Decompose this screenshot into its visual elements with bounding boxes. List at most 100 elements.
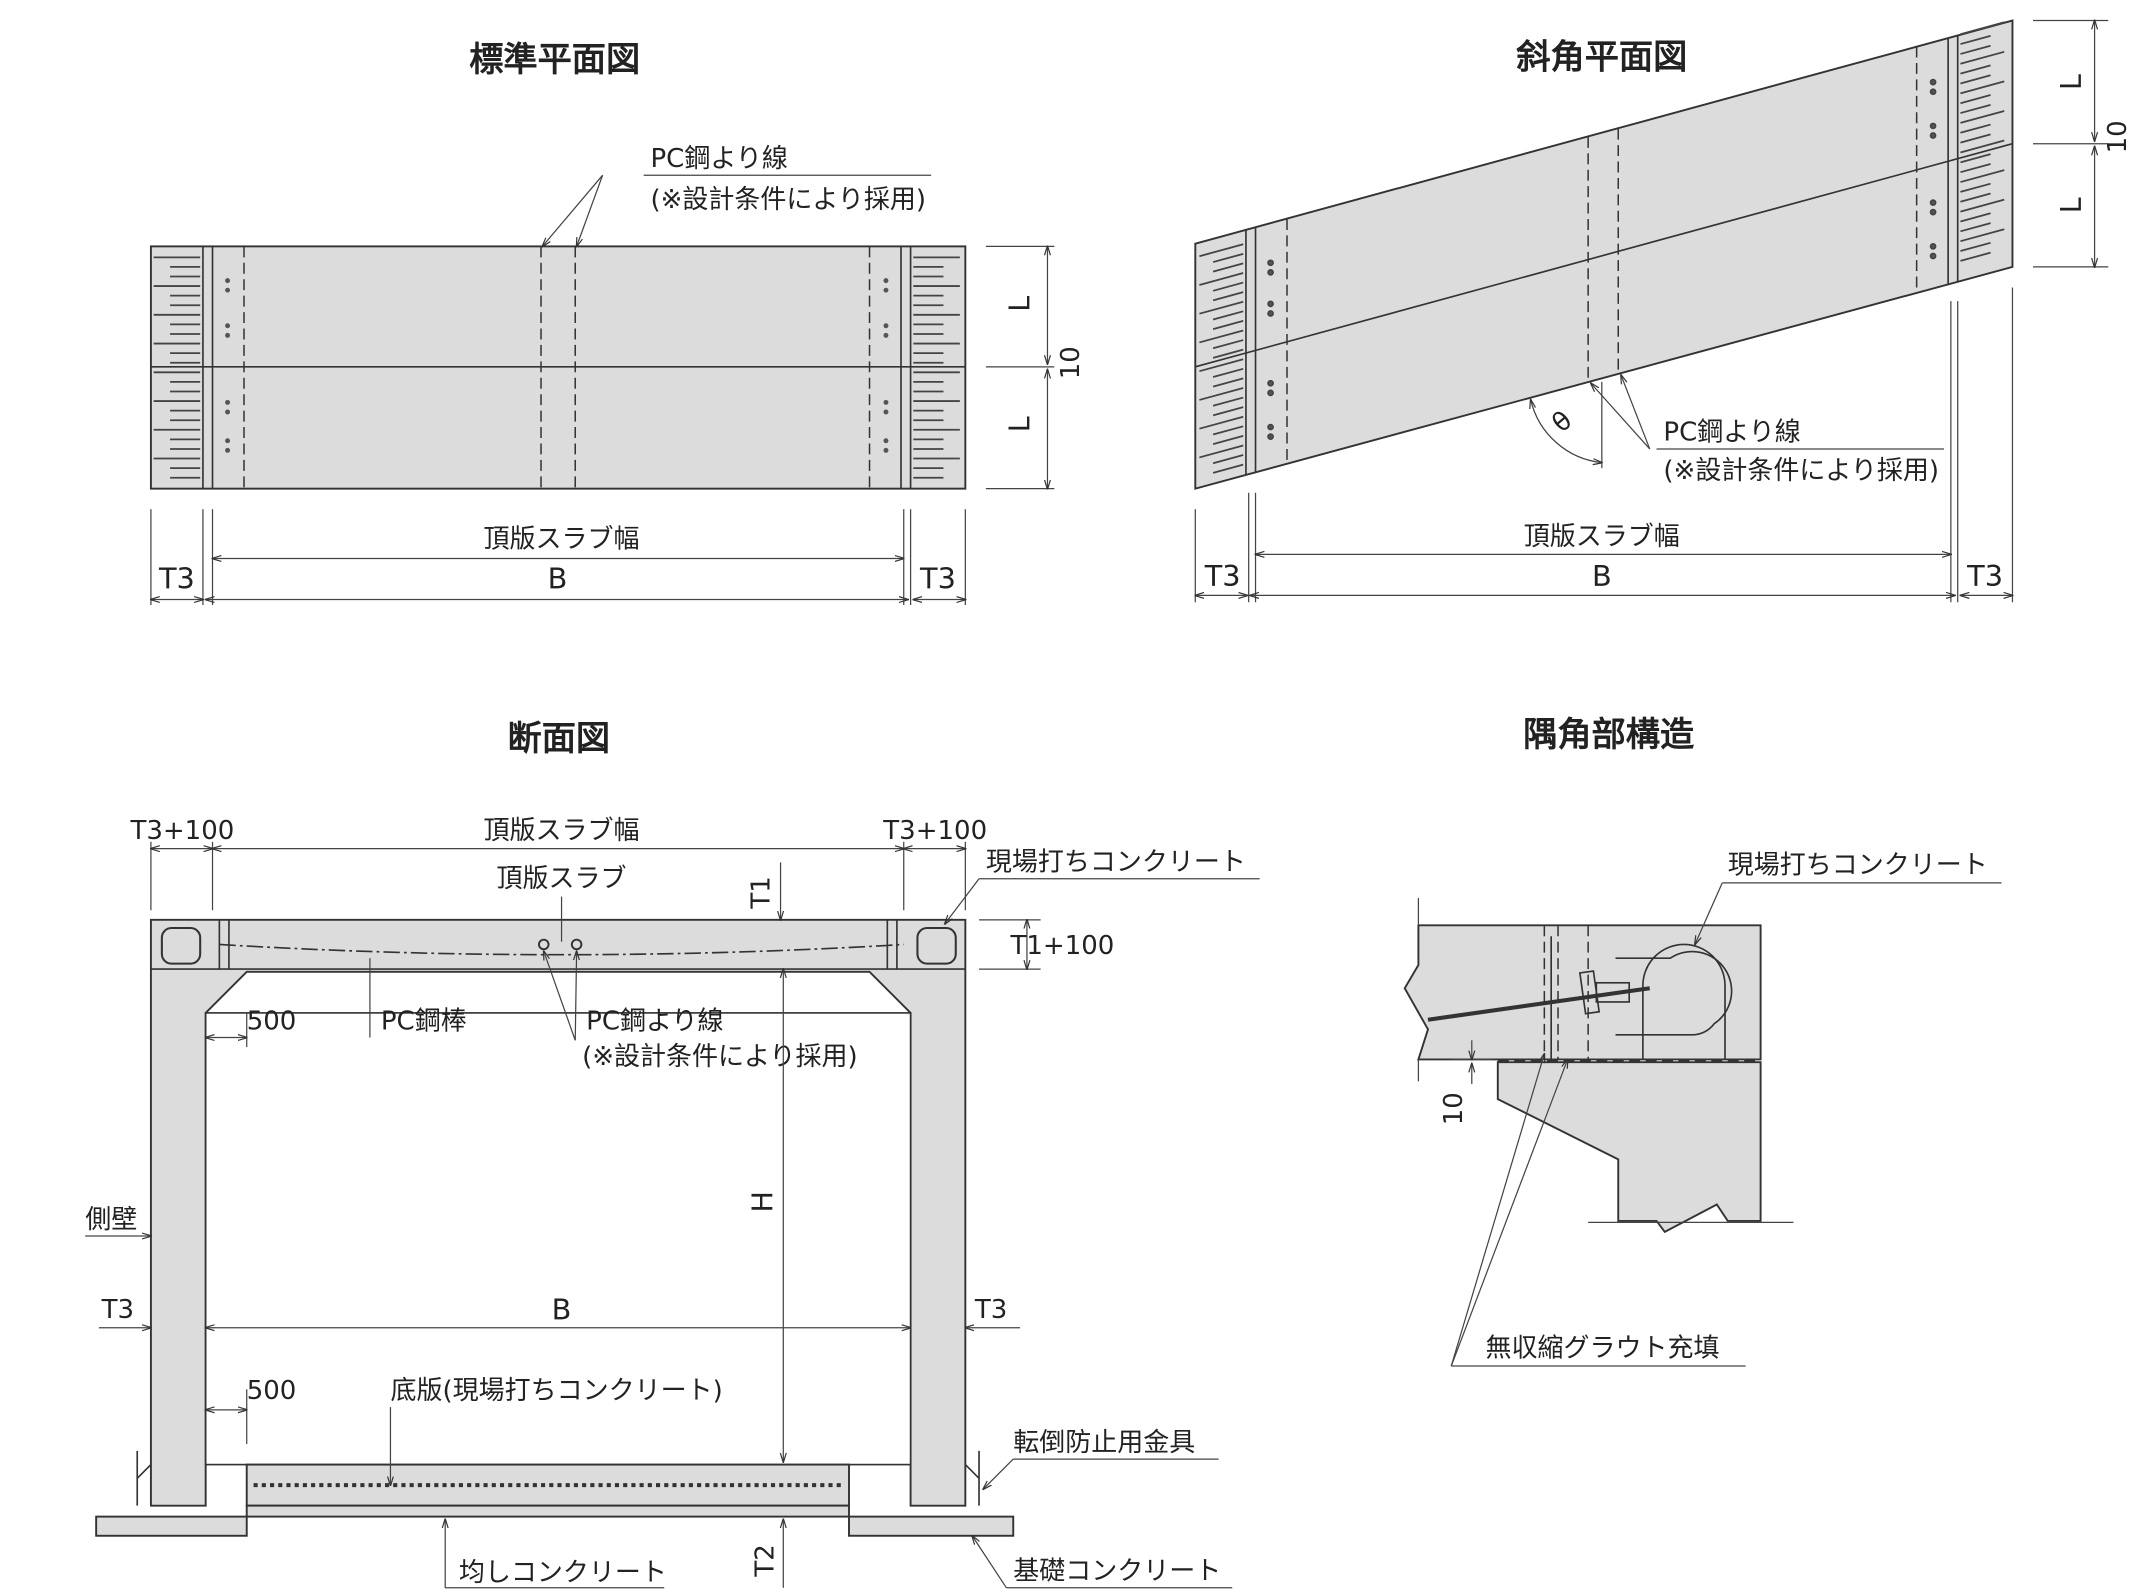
anchor-hole — [1929, 208, 1937, 216]
anti-overturn-bracket — [136, 1450, 980, 1506]
anchor-hole — [883, 278, 889, 284]
rebar-line — [1960, 94, 1991, 105]
anchor-hole — [225, 438, 231, 444]
anchor-holes — [225, 278, 889, 453]
anchor-hole — [1267, 389, 1274, 397]
rebar-line — [1212, 435, 1244, 445]
dim-T1: T1 — [747, 876, 777, 909]
hoop-rebar — [1615, 950, 1733, 1036]
anchor-hole — [1929, 88, 1937, 96]
cross-section: 断面図 T3+100 頂版スラブ幅 T3+100 頂版スラブ 現場打ちコンクリー… — [85, 719, 1260, 1589]
rebar-line — [1960, 153, 1991, 164]
anchor-hole — [225, 447, 231, 453]
corner-wall — [1496, 1061, 1762, 1234]
rebar-line — [1960, 251, 1991, 262]
anchor-hole — [1267, 423, 1274, 431]
rebar-line — [1199, 444, 1244, 459]
dim-T3-left: T3 — [1204, 559, 1241, 593]
side-wall-label: 側壁 — [85, 1205, 137, 1235]
dim-B: B — [552, 1293, 572, 1327]
anchor-hole — [1267, 259, 1274, 267]
haunch-500-bottom: 500 — [247, 1376, 297, 1406]
anchor-nut — [1595, 981, 1631, 1003]
grout-label: 無収縮グラウト充填 — [1485, 1333, 1719, 1363]
anchor-hole — [1267, 310, 1274, 317]
rebar-hatch — [1199, 21, 2005, 474]
bottom-slab-label: 底版(現場打ちコンクリート) — [390, 1376, 722, 1406]
rebar-line — [1212, 406, 1244, 417]
anchor-hole — [1267, 379, 1274, 387]
foundation-right — [848, 1515, 1015, 1537]
rebar-line — [1212, 348, 1244, 359]
rebar-line — [1960, 50, 2005, 65]
anchor-hole — [1929, 252, 1937, 260]
anchor-hole — [1929, 243, 1937, 250]
anchor-hole — [883, 399, 889, 405]
loop-rebar — [1642, 943, 1726, 1060]
slab-width-label: 頂版スラブ幅 — [484, 816, 640, 846]
rebar-line — [1960, 139, 2005, 154]
anchor-hole — [225, 287, 231, 293]
dim-T1-100: T1+100 — [1010, 931, 1115, 961]
dim-T3-left: T3 — [158, 562, 195, 596]
leveling-concrete-label: 均しコンクリート — [459, 1558, 667, 1588]
pc-strand-note: (※設計条件により採用) — [1663, 456, 1939, 486]
dim-B: B — [548, 562, 568, 596]
anchor-hole — [1267, 269, 1274, 276]
skew-plan-title: 斜角平面図 — [1516, 37, 1687, 77]
angle-theta: θ — [1547, 406, 1578, 439]
anchor-hole — [883, 447, 889, 453]
pc-bar — [219, 943, 904, 956]
rebar-line — [1199, 272, 1244, 286]
dim-H: H — [745, 1191, 779, 1213]
dim-T3-left: T3 — [101, 1295, 134, 1325]
anchor-hole — [883, 287, 889, 293]
rebar-line — [1960, 34, 1991, 45]
anchor-hole — [1929, 199, 1937, 206]
pc-bar-label: PC鋼棒 — [381, 1006, 467, 1036]
standard-plan-title: 標準平面図 — [469, 40, 640, 80]
rebar-line — [1960, 44, 1991, 55]
rebar-line — [1960, 169, 2005, 183]
anchor-hole — [883, 438, 889, 444]
rebar-hatch — [153, 256, 960, 479]
rebar-line — [1960, 110, 2005, 124]
rebar-line — [1212, 463, 1244, 474]
dim-L-bottom: L — [2054, 197, 2088, 213]
rebar-line — [1212, 281, 1244, 292]
rebar-line — [1960, 64, 1991, 75]
dim-T3-right: T3 — [974, 1295, 1007, 1325]
standard-plan: 標準平面図 PC鋼より線 (※設計条件により採用) L L 10 頂版スラブ幅 … — [151, 40, 1086, 606]
rebar-line — [1960, 74, 1991, 85]
rebar-line — [1199, 387, 1244, 401]
rebar-line — [1212, 396, 1244, 407]
rebar-line — [1212, 425, 1244, 436]
rebar-line — [1199, 329, 1244, 344]
rebar-line — [1960, 163, 1991, 174]
pc-strand-label: PC鋼より線 — [1663, 418, 1800, 448]
dim-L-bottom: L — [1003, 416, 1037, 432]
dim-gap: 10 — [1439, 1092, 1469, 1125]
slab-width-label: 頂版スラブ幅 — [1524, 522, 1680, 552]
anchor-hole — [225, 332, 231, 338]
slab-joint-line — [1195, 142, 2013, 368]
skew-plan: 斜角平面図 θ PC鋼より線 (※設計条件により採用) L L 10 頂版スラブ… — [1195, 19, 2133, 603]
rebar-line — [1212, 367, 1244, 378]
pc-strand-label: PC鋼より線 — [651, 144, 788, 174]
rebar-line — [1960, 182, 1991, 193]
rebar-line — [1960, 192, 1991, 203]
corner-detail-title: 隅角部構造 — [1523, 715, 1695, 755]
pc-strand-label: PC鋼より線 — [586, 1006, 723, 1036]
rebar-line — [1199, 415, 1244, 430]
anchor-hole — [1929, 78, 1937, 86]
rebar-line — [1960, 21, 2005, 36]
pc-strand-note: (※設計条件により採用) — [651, 185, 927, 215]
foundation-concrete-label: 基礎コンクリート — [1013, 1557, 1221, 1587]
section-title: 断面図 — [508, 719, 611, 759]
rebar-line — [1960, 228, 2005, 243]
rebar-line — [1199, 243, 1244, 258]
leveling-concrete — [245, 1504, 850, 1518]
top-slab-label: 頂版スラブ — [497, 864, 627, 894]
